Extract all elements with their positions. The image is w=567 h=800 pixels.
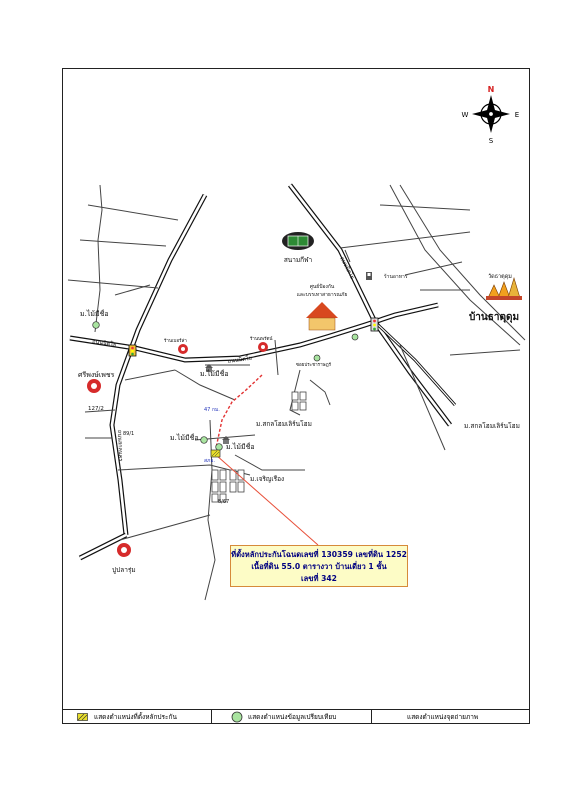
center-label-1: ศูนย์ป้องกัน [310, 283, 335, 290]
temple-icon [486, 276, 522, 300]
road-label-c: ถนนสกลนคร [116, 430, 124, 462]
info-line-3: เลขที่ 342 [301, 574, 337, 583]
housing-blocks [211, 391, 307, 503]
label-house-no2: 89/1 [123, 431, 134, 437]
leader-line [215, 454, 319, 546]
legend-item-comparison: แสดงตำแหน่งข้อมูลเปรียบเทียบ [231, 710, 336, 724]
info-line-2: เนื้อที่ดิน 55.0 ตารางวา บ้านเดี่ยว 1 ชั… [251, 562, 387, 571]
legend-label-property: แสดงตำแหน่งที่ตั้งหลักประกัน [94, 713, 177, 721]
label-maimisue-s2: ม.ไม้มีชื่อ [226, 442, 255, 451]
label-shop2: ร้านนพรัตน์ [250, 335, 273, 342]
stadium-label: สนามกีฬา [284, 256, 313, 264]
label-puptaroom: ปูปลารุ่ม [112, 566, 136, 574]
compass-w: W [462, 111, 469, 119]
building-icon [306, 302, 338, 331]
map-legend: แสดงตำแหน่งที่ตั้งหลักประกัน แสดงตำแหน่ง… [63, 709, 529, 724]
road-label-b: ถนนนิตโย [92, 337, 117, 348]
route-path [215, 374, 263, 449]
stadium-icon [282, 232, 314, 250]
traffic-light-icon [370, 317, 379, 332]
label-plot: 8/67 [218, 499, 229, 505]
landmark-icon [87, 342, 268, 557]
label-maimisue-nw: ม.ไม้มีชื่อ [80, 309, 109, 318]
compass-icon: N S E W [462, 85, 520, 145]
temple-label: วัดธาตุดุม [488, 273, 512, 280]
label-shop1: ร้านเบอร์ล่า [164, 337, 187, 344]
label-km: 47 กม. [204, 407, 220, 413]
legend-label-comparison: แสดงตำแหน่งข้อมูลเปรียบเทียบ [248, 713, 337, 721]
shop-label: ร้านอาหาร [384, 273, 408, 280]
label-police: สภอ. [204, 458, 215, 464]
village-label: บ้านธาตุดุม [469, 311, 519, 323]
legend-item-photo: แสดงตำแหน่งจุดถ่ายภาพ [407, 710, 478, 724]
label-soi: ซอยประชาราษฎร์ [296, 361, 332, 368]
house-icon [205, 364, 230, 444]
label-charoen: ม.เจริญเรือง [250, 475, 284, 483]
compass-s: S [489, 137, 494, 145]
legend-comparison-icon [231, 711, 243, 723]
legend-property-icon [77, 713, 88, 721]
label-house-no: 127/2 [88, 406, 104, 412]
label-maimisue-s1: ม.ไม้มีชื่อ [170, 433, 199, 442]
road-label-d: ถนนนิตโย [338, 255, 356, 280]
minor-roads [67, 184, 526, 601]
road-label-a: ถนนนิตโย [227, 354, 252, 365]
label-sakon-1: ม.สกลโฮมเลิร์นโฮม [256, 420, 312, 428]
info-line-1: ที่ตั้งหลักประกันโฉนดเลขที่ 130359 เลขที… [231, 550, 407, 559]
traffic-light-icon [128, 344, 137, 357]
label-maimisue-mid: ม.ไม้มีชื่อ [200, 369, 229, 378]
comparison-marker-icon [92, 321, 359, 451]
legend-label-photo: แสดงตำแหน่งจุดถ่ายภาพ [407, 713, 479, 721]
label-sakon-2: ม.สกลโฮมเลิร์นโฮม [464, 422, 520, 430]
compass-n: N [488, 85, 495, 94]
property-info-box: ที่ตั้งหลักประกันโฉนดเลขที่ 130359 เลขที… [230, 545, 408, 587]
main-roads [69, 183, 457, 561]
legend-item-property: แสดงตำแหน่งที่ตั้งหลักประกัน [77, 710, 177, 724]
label-sripongpetch: ศรีพงษ์เพชร [78, 371, 115, 379]
compass-e: E [515, 111, 519, 119]
center-label-2: และบรรเทาสาธารณภัย [297, 292, 348, 298]
property-marker-icon [210, 449, 221, 458]
hospital-icon [366, 272, 372, 280]
